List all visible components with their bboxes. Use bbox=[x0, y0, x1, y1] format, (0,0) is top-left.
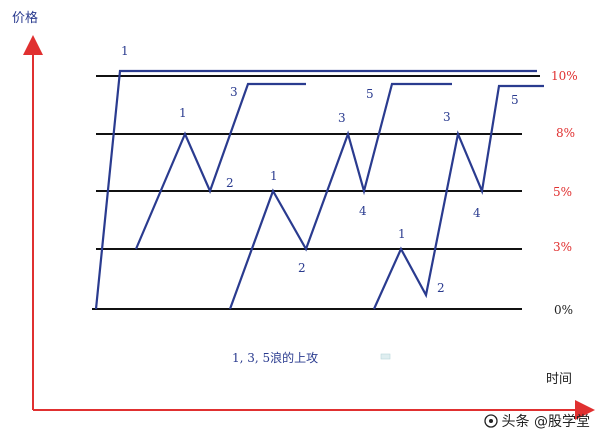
wave-b-label-4: 4 bbox=[359, 204, 367, 218]
small-marker bbox=[380, 353, 391, 360]
wave-a-label-1: 1 bbox=[179, 106, 187, 120]
wave-c-label-3: 3 bbox=[443, 110, 451, 124]
wave-c-label-4: 4 bbox=[473, 206, 481, 220]
level-label-0: 0% bbox=[554, 303, 573, 317]
watermark-text: 头条 @股学堂 bbox=[501, 414, 590, 430]
wave-path-b bbox=[228, 82, 452, 310]
logo-icon bbox=[483, 414, 498, 428]
wave-b-label-5: 5 bbox=[366, 87, 374, 101]
level-label-5: 5% bbox=[553, 185, 572, 199]
wave-b-label-3: 3 bbox=[338, 111, 346, 125]
watermark: 头条 @股学堂 bbox=[483, 411, 590, 431]
level-label-8: 8% bbox=[556, 126, 575, 140]
big-wave-path bbox=[94, 69, 537, 310]
wave-c-label-2: 2 bbox=[437, 281, 445, 295]
level-label-3: 3% bbox=[553, 240, 572, 254]
wave-path-c bbox=[372, 84, 544, 310]
wave-c-label-5: 5 bbox=[511, 93, 519, 107]
x-axis-label: 时间 bbox=[546, 372, 572, 387]
big-wave-label-1: 1 bbox=[121, 44, 129, 58]
wave-path-a bbox=[134, 82, 306, 250]
wave-b-label-2: 2 bbox=[298, 261, 306, 275]
wave-a-label-3: 3 bbox=[230, 85, 238, 99]
y-axis-label: 价格 bbox=[12, 10, 38, 26]
level-label-10: 10% bbox=[551, 69, 578, 83]
wave-a-label-2: 2 bbox=[226, 176, 234, 190]
diagram-caption: 1, 3, 5浪的上攻 bbox=[232, 350, 318, 365]
wave-b-label-1: 1 bbox=[270, 169, 278, 183]
wave-c-label-1: 1 bbox=[398, 227, 406, 241]
